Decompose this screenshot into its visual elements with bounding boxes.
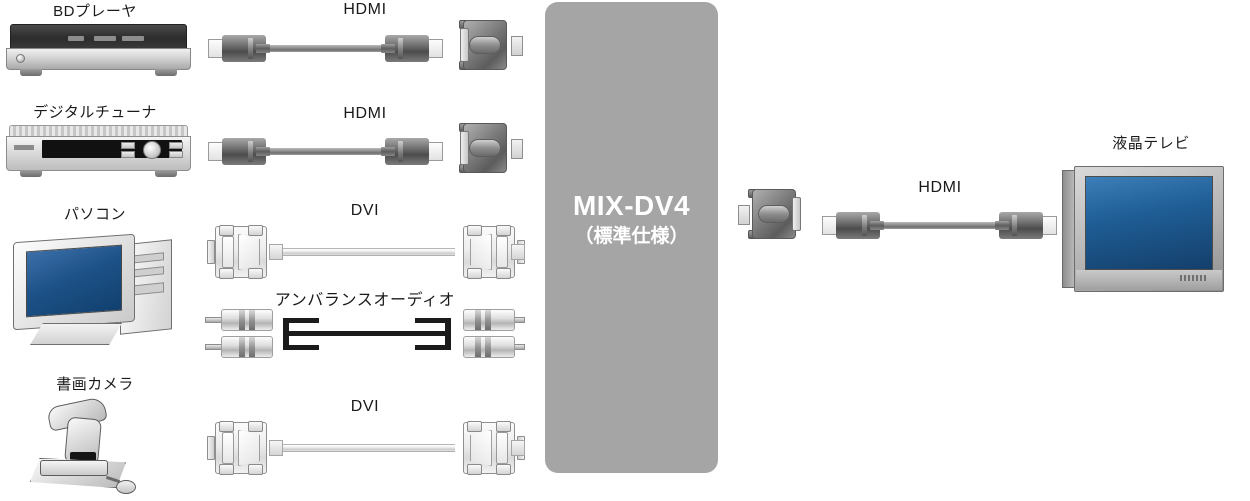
- source-label-bd-player: BDプレーヤ: [53, 3, 137, 20]
- cable-hdmi-1: [208, 28, 443, 68]
- mix-dv4-model: MIX-DV4: [572, 190, 691, 221]
- lcd-tv-icon: [1062, 166, 1224, 294]
- dvi-adapter-out: [738, 183, 806, 245]
- cable-label-dvi-2: DVI: [350, 398, 380, 415]
- source-label-document-camera: 書画カメラ: [56, 376, 134, 393]
- cable-label-hdmi-out: HDMI: [918, 179, 962, 196]
- cable-label-hdmi-2: HDMI: [343, 105, 387, 122]
- cable-hdmi-out: [822, 205, 1057, 245]
- mix-dv4-unit[interactable]: MIX-DV4 （標準仕様）: [545, 2, 718, 473]
- cable-label-dvi-1: DVI: [350, 202, 380, 219]
- mix-dv4-text: MIX-DV4 （標準仕様）: [545, 188, 718, 250]
- mix-dv4-spec: （標準仕様）: [574, 226, 689, 247]
- dvi-adapter-2: [455, 117, 523, 179]
- digital-tuner-icon: [6, 125, 191, 180]
- display-label-lcd-tv: 液晶テレビ: [1112, 135, 1190, 152]
- cable-hdmi-2: [208, 131, 443, 171]
- source-label-digital-tuner: デジタルチューナ: [33, 104, 157, 121]
- dvi-adapter-1: [455, 14, 523, 76]
- document-camera-icon: [18, 396, 148, 501]
- bd-player-icon: [6, 24, 191, 79]
- cable-dvi-2: [205, 418, 525, 478]
- desktop-pc-icon: [8, 226, 183, 351]
- cable-dvi-1: [205, 222, 525, 282]
- cable-label-audio-1: アンバランスオーディオ: [274, 292, 456, 309]
- source-label-pc: パソコン: [63, 206, 126, 223]
- cable-label-hdmi-1: HDMI: [343, 1, 387, 18]
- cable-audio-1: [205, 308, 525, 370]
